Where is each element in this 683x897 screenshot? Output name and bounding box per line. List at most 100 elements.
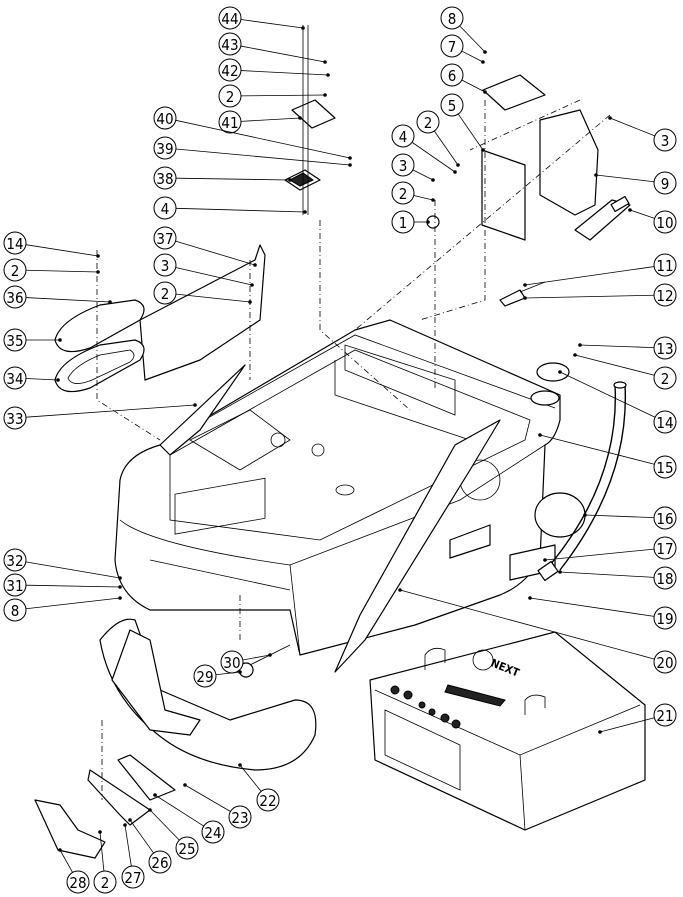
callout-32: 32 xyxy=(3,548,122,580)
callout-number: 29 xyxy=(196,668,213,686)
callout-number: 8 xyxy=(11,602,20,620)
leader-point xyxy=(543,558,547,562)
callout-8: 8 xyxy=(3,596,122,622)
leader-point xyxy=(288,178,292,182)
callout-number: 18 xyxy=(656,570,673,588)
callout-bubble xyxy=(653,606,677,630)
callout-2: 2 xyxy=(573,353,677,390)
callout-number: 4 xyxy=(399,128,408,146)
leader-line xyxy=(175,240,256,266)
callout-bubble xyxy=(391,181,415,205)
callout-bubble xyxy=(228,805,252,829)
lid-gasket xyxy=(54,339,145,393)
leader-line xyxy=(579,344,655,349)
leader-point xyxy=(323,93,327,97)
main-body-housing xyxy=(114,319,561,656)
callout-bubble xyxy=(416,110,440,134)
callout-number: 37 xyxy=(156,230,173,248)
callout-number: 2 xyxy=(161,285,170,303)
callout-42: 42 xyxy=(218,58,330,82)
callout-number: 28 xyxy=(69,874,86,892)
leader-line xyxy=(25,297,111,303)
leader-line xyxy=(240,70,329,76)
callout-number: 12 xyxy=(656,287,673,305)
leader-line xyxy=(461,50,484,63)
callout-bubble xyxy=(440,63,464,87)
callout-2: 2 xyxy=(3,258,100,282)
callout-bubble xyxy=(3,328,27,352)
callout-3: 3 xyxy=(608,116,677,152)
callout-3: 3 xyxy=(391,153,435,182)
leader-point xyxy=(483,50,487,54)
callout-number: 19 xyxy=(656,610,673,628)
leader-line xyxy=(25,269,99,273)
leader-line xyxy=(584,514,655,518)
leader-line xyxy=(175,293,251,303)
callout-14: 14 xyxy=(558,370,677,434)
callout-number: 14 xyxy=(656,414,673,432)
callout-bubble xyxy=(653,536,677,560)
leader-line xyxy=(240,19,304,29)
callout-layer: 4443422414039384373214236353433323188765… xyxy=(3,6,677,894)
leader-point xyxy=(148,808,152,812)
callout-4: 4 xyxy=(391,124,457,174)
callout-bubble xyxy=(3,285,27,309)
leader-line xyxy=(25,597,121,610)
callout-40: 40 xyxy=(153,106,352,160)
callout-4: 4 xyxy=(153,196,307,220)
callout-number: 33 xyxy=(6,410,23,428)
callout-27: 27 xyxy=(121,823,145,889)
leader-point xyxy=(598,730,602,734)
leader-line xyxy=(242,654,271,661)
cover-plate xyxy=(482,74,546,111)
callout-number: 27 xyxy=(124,869,141,887)
callout-26: 26 xyxy=(128,818,172,874)
leader-line xyxy=(599,717,655,733)
leader-point xyxy=(348,163,352,167)
leader-point xyxy=(303,210,307,214)
callout-bubble xyxy=(93,870,117,894)
callout-29: 29 xyxy=(193,664,242,688)
callout-number: 26 xyxy=(151,854,168,872)
leader-point xyxy=(523,296,527,300)
callout-number: 3 xyxy=(399,157,408,175)
callout-number: 13 xyxy=(656,340,673,358)
callout-number: 41 xyxy=(221,114,238,132)
leader-line xyxy=(239,764,262,792)
callout-number: 5 xyxy=(448,97,457,115)
control-box xyxy=(539,109,599,216)
leader-point xyxy=(58,848,62,852)
callout-number: 21 xyxy=(656,707,673,725)
callout-bubble xyxy=(440,6,464,30)
callout-number: 39 xyxy=(156,140,173,158)
leader-point xyxy=(578,343,582,347)
callout-13: 13 xyxy=(578,336,677,360)
leader-line xyxy=(59,849,73,873)
callout-number: 36 xyxy=(6,289,23,307)
callout-number: 25 xyxy=(178,840,195,858)
callout-number: 23 xyxy=(231,809,248,827)
callout-number: 9 xyxy=(661,175,670,193)
leader-line xyxy=(539,434,655,465)
leader-point xyxy=(326,73,330,77)
callout-bubble xyxy=(153,281,177,305)
callout-number: 17 xyxy=(656,540,673,558)
callout-bubble xyxy=(201,820,225,844)
callout-43: 43 xyxy=(218,32,327,64)
callout-bubble xyxy=(153,196,177,220)
callout-41: 41 xyxy=(218,110,302,134)
leader-point xyxy=(56,378,60,382)
callout-11: 11 xyxy=(523,253,677,287)
leader-line xyxy=(175,267,253,286)
leader-line xyxy=(411,141,456,173)
callout-bubble xyxy=(153,166,177,190)
callout-bubble xyxy=(153,253,177,277)
callout-33: 33 xyxy=(3,403,197,430)
callout-28: 28 xyxy=(58,848,90,894)
callout-21: 21 xyxy=(598,703,677,734)
callout-bubble xyxy=(3,406,27,430)
callout-number: 2 xyxy=(226,88,235,106)
pedal xyxy=(34,799,106,859)
decal-slot xyxy=(449,524,491,559)
